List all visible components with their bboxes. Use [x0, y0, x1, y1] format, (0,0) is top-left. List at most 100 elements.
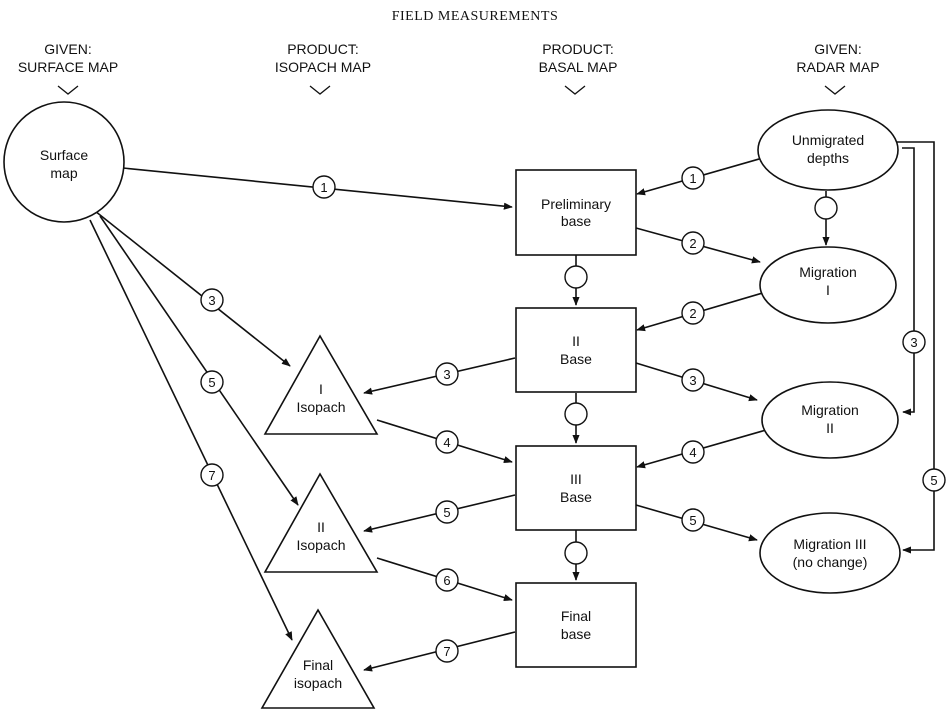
rect-shape [515, 445, 637, 531]
node-migration-iii: Migration III (no change) [759, 512, 901, 594]
rect-shape [515, 307, 637, 393]
node-ii-base: II Base [515, 307, 637, 393]
column-header-line1: PRODUCT: [542, 41, 614, 57]
node-label-line2: map [50, 165, 77, 181]
step-badge: 1 [681, 166, 705, 190]
junction-circle [564, 402, 588, 426]
junction-circle [814, 196, 838, 220]
step-number: 5 [443, 505, 450, 520]
arrow-surface-to-i-isopach [89, 206, 291, 367]
step-badge: 2 [681, 301, 705, 325]
step-number: 3 [443, 367, 450, 382]
circle-shape [3, 101, 125, 223]
node-final-base: Final base [515, 582, 637, 668]
node-label-line1: Unmigrated [792, 132, 864, 148]
step-number: 2 [689, 236, 696, 251]
node-label-line2: base [561, 213, 592, 229]
step-number: 3 [689, 373, 696, 388]
step-number: 7 [208, 468, 215, 483]
column-header-line1: GIVEN: [814, 41, 861, 57]
step-number: 3 [208, 293, 215, 308]
node-label-line1: Final [561, 608, 591, 624]
junction-circle [564, 541, 588, 565]
ellipse-shape [759, 512, 901, 594]
step-number: 5 [689, 513, 696, 528]
node-label-line1: Migration III [793, 536, 866, 552]
step-badge: 7 [435, 639, 459, 663]
step-number: 4 [443, 435, 450, 450]
column-header-line2: SURFACE MAP [18, 59, 118, 75]
arrow-unmigrated-to-migration-iii [896, 141, 935, 554]
step-number: 5 [930, 473, 937, 488]
column-header-line2: RADAR MAP [796, 59, 879, 75]
step-badge: 5 [681, 508, 705, 532]
triangle-shape [260, 608, 376, 709]
triangle-shape [263, 334, 379, 435]
arrow-surface-to-final-isopach [89, 219, 293, 641]
arrow-surface-to-ii-isopach [99, 215, 299, 506]
step-number: 7 [443, 644, 450, 659]
column-header-basal-map: PRODUCT: BASAL MAP [539, 41, 618, 95]
column-header-line1: PRODUCT: [287, 41, 359, 57]
node-unmigrated-depths: Unmigrated depths [757, 109, 899, 191]
chevron-down-icon [824, 85, 846, 95]
column-header-radar-map: GIVEN: RADAR MAP [796, 41, 880, 95]
step-badge: 3 [902, 330, 926, 354]
step-number: 4 [689, 445, 696, 460]
rect-shape [515, 582, 637, 668]
triangle-shape [263, 472, 379, 573]
step-badge: 4 [435, 430, 459, 454]
node-label-line2: isopach [294, 675, 342, 691]
column-header-isopach-map: PRODUCT: ISOPACH MAP [275, 41, 371, 95]
node-label-line2: Isopach [296, 399, 345, 415]
chevron-down-icon [564, 85, 586, 95]
node-label-line2: II [826, 420, 834, 436]
column-header-line2: BASAL MAP [539, 59, 618, 75]
ellipse-shape [757, 109, 899, 191]
node-label-line1: Preliminary [541, 196, 611, 212]
chevron-down-icon [309, 85, 331, 95]
step-badge: 1 [312, 175, 336, 199]
node-final-isopach: Final isopach [260, 608, 376, 709]
node-label-line1: III [570, 471, 582, 487]
step-number: 2 [689, 306, 696, 321]
chevron-down-icon [57, 85, 79, 95]
node-migration-i: Migration I [759, 246, 897, 324]
step-badge: 5 [922, 468, 946, 492]
step-badge: 3 [435, 362, 459, 386]
step-badge: 2 [681, 231, 705, 255]
step-badges: 1 1 2 2 3 3 3 3 4 4 5 5 5 5 6 7 7 [200, 166, 946, 663]
junction-circle [564, 265, 588, 289]
column-header-line1: GIVEN: [44, 41, 91, 57]
step-badge: 3 [681, 368, 705, 392]
node-label-line2: (no change) [793, 554, 868, 570]
rect-shape [515, 169, 637, 256]
step-number: 3 [910, 335, 917, 350]
node-label-line1: Final [303, 657, 333, 673]
node-label-line1: Migration [801, 402, 859, 418]
step-badge: 7 [200, 463, 224, 487]
column-header-line2: ISOPACH MAP [275, 59, 371, 75]
node-label-line1: II [572, 333, 580, 349]
step-badge: 4 [681, 440, 705, 464]
step-badge: 5 [435, 500, 459, 524]
node-label-line2: depths [807, 150, 849, 166]
step-badge: 6 [435, 568, 459, 592]
node-ii-isopach: II Isopach [263, 472, 379, 573]
step-badge: 3 [200, 288, 224, 312]
arrow-unmigrated-to-migration-ii [902, 147, 915, 416]
node-label-line1: I [319, 381, 323, 397]
node-iii-base: III Base [515, 445, 637, 531]
step-number: 1 [689, 171, 696, 186]
node-migration-ii: Migration II [761, 381, 899, 459]
node-label-line2: Isopach [296, 537, 345, 553]
node-label-line2: Base [560, 351, 592, 367]
node-preliminary-base: Preliminary base [515, 169, 637, 256]
node-i-isopach: I Isopach [263, 334, 379, 435]
step-badge: 5 [200, 370, 224, 394]
diagram-title: FIELD MEASUREMENTS [392, 9, 559, 24]
node-label-line2: base [561, 626, 592, 642]
node-surface-map: Surface map [3, 101, 125, 223]
step-number: 1 [320, 180, 327, 195]
